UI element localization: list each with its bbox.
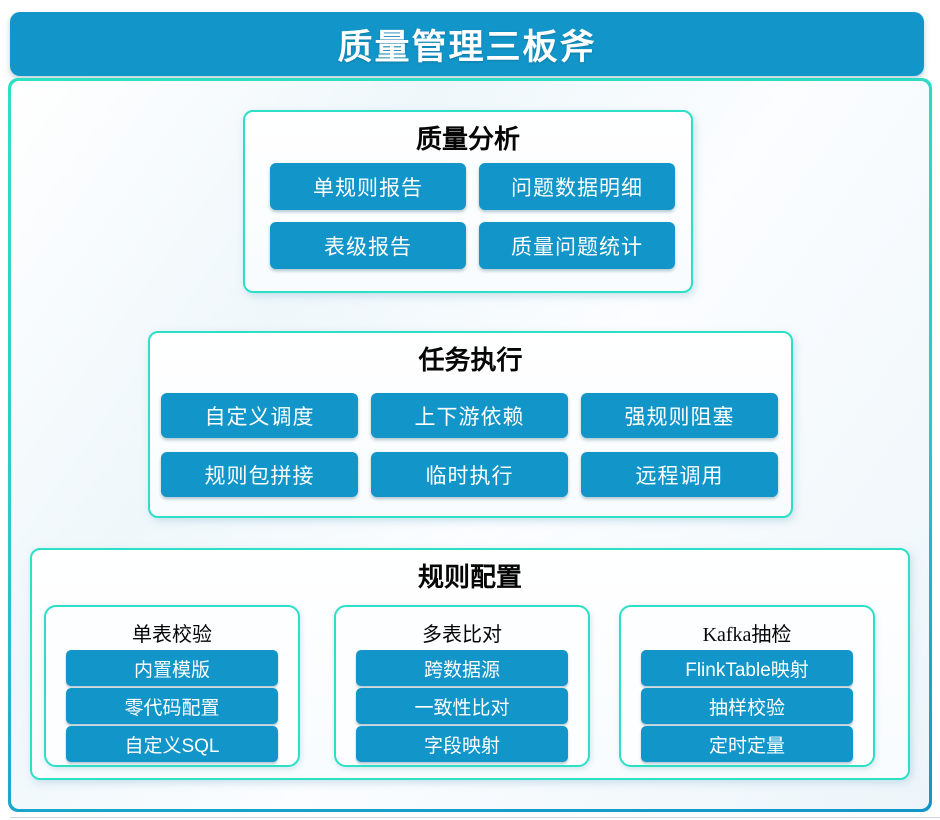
feature-chip-temporary-execution: 临时执行 [371,452,568,497]
section-rule-config-title: 规则配置 [417,562,522,592]
group-kafka-sampling-title: Kafka抽检 [702,624,792,646]
section-task-execution: 任务执行 自定义调度 上下游依赖 强规则阻塞 规则包拼接 临时执行 远程调用 [148,331,793,518]
group-kafka-sampling: Kafka抽检 FlinkTable映射 抽样校验 定时定量 [619,605,875,767]
group-multi-table-items: 跨数据源 一致性比对 字段映射 [356,650,568,762]
diagram-body: 质量分析 单规则报告 问题数据明细 表级报告 质量问题统计 任务执行 自定义调度… [11,81,929,809]
feature-chip-custom-sql: 自定义SQL [66,726,278,762]
diagram-outer-frame: 质量分析 单规则报告 问题数据明细 表级报告 质量问题统计 任务执行 自定义调度… [8,78,932,812]
feature-chip-single-rule-report: 单规则报告 [270,163,466,210]
feature-chip-consistency-compare: 一致性比对 [356,688,568,724]
feature-chip-updown-dependency: 上下游依赖 [371,393,568,438]
feature-chip-cross-datasource: 跨数据源 [356,650,568,686]
section-task-execution-title: 任务执行 [418,345,523,375]
feature-chip-custom-scheduling: 自定义调度 [161,393,358,438]
feature-chip-quality-issue-stats: 质量问题统计 [479,222,675,269]
feature-chip-sample-check: 抽样校验 [641,688,853,724]
group-single-table-check-title: 单表校验 [132,624,212,646]
feature-chip-table-level-report: 表级报告 [270,222,466,269]
section-quality-analysis-title: 质量分析 [415,124,520,154]
feature-chip-problem-data-detail: 问题数据明细 [479,163,675,210]
diagram-title-bar: 质量管理三板斧 [10,12,924,76]
feature-chip-zero-code-config: 零代码配置 [66,688,278,724]
group-single-table-items: 内置模版 零代码配置 自定义SQL [66,650,278,762]
group-single-table-check: 单表校验 内置模版 零代码配置 自定义SQL [44,605,300,767]
section-rule-config: 规则配置 单表校验 内置模版 零代码配置 自定义SQL 多表比对 跨数据源 一致… [30,548,910,780]
feature-chip-timed-quantitative: 定时定量 [641,726,853,762]
feature-chip-remote-call: 远程调用 [581,452,778,497]
feature-chip-strong-rule-blocking: 强规则阻塞 [581,393,778,438]
group-kafka-items: FlinkTable映射 抽样校验 定时定量 [641,650,853,762]
feature-chip-rule-package-splice: 规则包拼接 [161,452,358,497]
feature-chip-builtin-template: 内置模版 [66,650,278,686]
feature-chip-flinktable-mapping: FlinkTable映射 [641,650,853,686]
section-quality-analysis: 质量分析 单规则报告 问题数据明细 表级报告 质量问题统计 [243,110,693,293]
task-execution-grid: 自定义调度 上下游依赖 强规则阻塞 规则包拼接 临时执行 远程调用 [161,393,778,497]
group-multi-table-compare-title: 多表比对 [422,624,502,646]
feature-chip-field-mapping: 字段映射 [356,726,568,762]
group-multi-table-compare: 多表比对 跨数据源 一致性比对 字段映射 [334,605,590,767]
quality-analysis-grid: 单规则报告 问题数据明细 表级报告 质量问题统计 [270,163,675,269]
